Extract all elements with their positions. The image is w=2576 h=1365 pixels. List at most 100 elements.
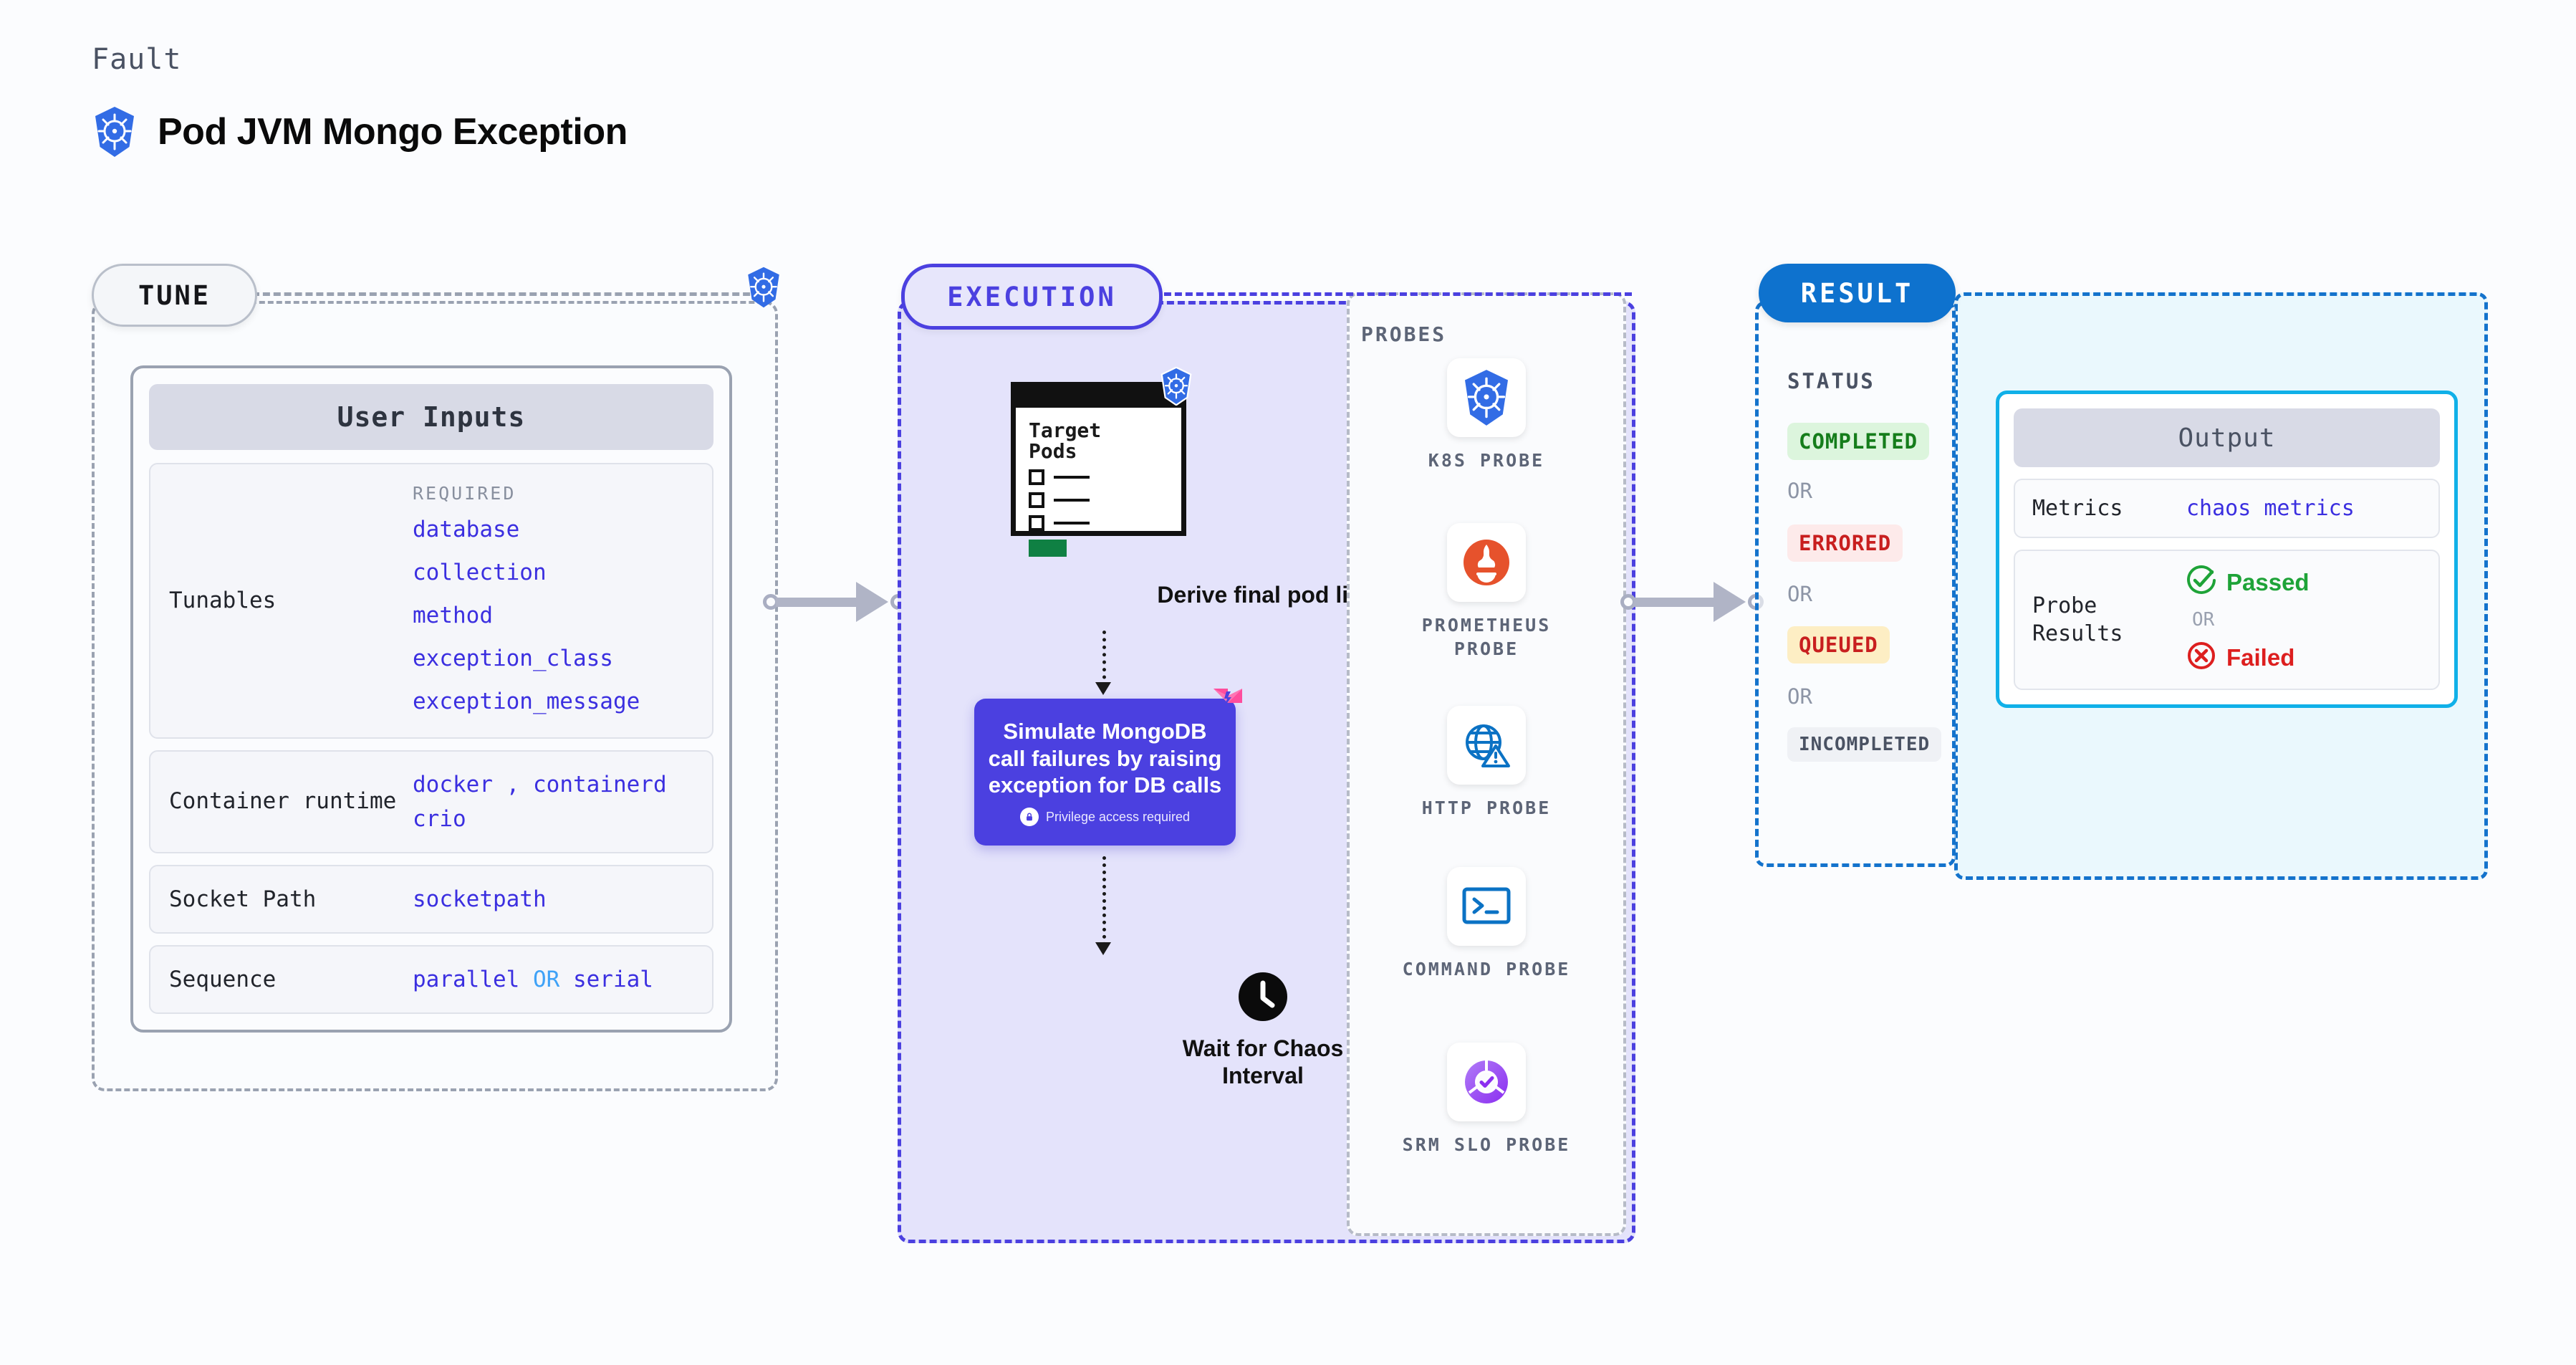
sequence-serial[interactable]: serial [572, 967, 653, 993]
sequence-row: Sequence parallel OR serial [149, 945, 713, 1015]
metrics-row: Metrics chaos metrics [2014, 479, 2440, 538]
kubernetes-icon [745, 267, 782, 312]
probe-k8s[interactable]: K8S PROBE [1390, 358, 1583, 472]
tunable-database[interactable]: database [413, 517, 520, 542]
tunable-exception-class[interactable]: exception_class [413, 646, 613, 672]
result-section [1755, 301, 1956, 867]
status-badge-completed: COMPLETED [1787, 423, 1930, 460]
runtime-comma: , [506, 772, 520, 798]
probe-result-failed: Failed [2186, 641, 2310, 674]
clock-icon [1237, 971, 1289, 1026]
doc-title-line1: Target [1029, 418, 1102, 442]
metrics-key: Metrics [2032, 496, 2123, 521]
container-runtime-key: Container runtime [169, 788, 397, 815]
page-header: Fault Pod JVM Mongo Exception [92, 43, 628, 158]
status-badge-queued: QUEUED [1787, 626, 1890, 664]
flow-arrow-1-head [1095, 682, 1111, 695]
probe-srm-slo-label: SRM SLO PROBE [1402, 1134, 1571, 1155]
prometheus-icon [1447, 523, 1526, 602]
socket-path-value[interactable]: socketpath [413, 886, 547, 913]
user-inputs-header: User Inputs [149, 384, 713, 450]
wait-for-chaos-interval: Wait for Chaos Interval [898, 971, 1628, 1090]
socket-path-key: Socket Path [169, 886, 317, 912]
doc-checkbox-line [1029, 492, 1101, 508]
http-globe-warning-icon [1447, 706, 1526, 785]
probe-k8s-label: K8S PROBE [1428, 450, 1545, 471]
status-title: STATUS [1787, 369, 1875, 393]
tune-to-execution-arrow [763, 580, 906, 623]
output-card: Output Metrics chaos metrics Probe Resul… [1996, 391, 2458, 708]
status-or-1: OR [1787, 479, 1812, 503]
required-label: REQUIRED [413, 483, 516, 504]
privilege-note-text: Privilege access required [1045, 809, 1191, 824]
probe-srm-slo[interactable]: SRM SLO PROBE [1390, 1043, 1583, 1156]
fault-kicker: Fault [92, 43, 182, 76]
simulate-mongodb-card[interactable]: Simulate MongoDB call failures by raisin… [974, 699, 1236, 846]
execution-connector-line [1153, 292, 1632, 296]
output-header: Output [2014, 408, 2440, 467]
title-row: Pod JVM Mongo Exception [92, 106, 628, 158]
status-badge-incompleted: INCOMPLETED [1787, 727, 1942, 762]
user-inputs-title: User Inputs [337, 401, 526, 433]
kubernetes-icon [1447, 358, 1526, 437]
doc-green-bar [1029, 539, 1067, 557]
probe-http[interactable]: HTTP PROBE [1390, 706, 1583, 820]
status-or-2: OR [1787, 582, 1812, 606]
probe-prometheus-label: PROMETHEUS PROBE [1421, 615, 1552, 659]
execution-badge-label: EXECUTION [947, 281, 1117, 312]
simulate-card-text: Simulate MongoDB call failures by raisin… [988, 718, 1222, 798]
terminal-icon [1447, 867, 1526, 946]
sequence-or: OR [532, 967, 560, 993]
tune-badge[interactable]: TUNE [92, 264, 257, 327]
tune-connector-line [252, 292, 761, 296]
tunable-exception-message[interactable]: exception_message [413, 689, 640, 715]
probe-result-passed: Passed [2186, 565, 2310, 599]
probe-results-values: Passed OR Failed [2186, 565, 2310, 674]
target-pods-document: Target Pods [1011, 382, 1186, 557]
probe-http-label: HTTP PROBE [1421, 798, 1552, 818]
kubernetes-icon [92, 106, 138, 158]
sequence-parallel[interactable]: parallel [413, 967, 520, 993]
probe-results-key-text: Probe Results [2032, 593, 2123, 646]
probe-prometheus[interactable]: PROMETHEUS PROBE [1390, 523, 1583, 661]
user-inputs-card: User Inputs Tunables REQUIRED database c… [130, 365, 732, 1033]
probe-results-or: OR [2192, 609, 2215, 631]
status-badge-errored: ERRORED [1787, 525, 1903, 562]
runtime-crio[interactable]: crio [413, 806, 466, 833]
derive-final-pod-list-label: Derive final pod list [1157, 582, 1369, 608]
doc-checkbox-line [1029, 469, 1101, 485]
lock-icon [1019, 808, 1039, 827]
tunables-row: Tunables REQUIRED database collection me… [149, 463, 713, 739]
probe-results-row: Probe Results Passed OR [2014, 550, 2440, 690]
tunable-method[interactable]: method [413, 603, 493, 629]
sequence-key: Sequence [169, 966, 277, 992]
probe-command-label: COMMAND PROBE [1402, 959, 1571, 980]
wait-label-line1: Wait for Chaos [1182, 1035, 1344, 1061]
metrics-value[interactable]: chaos metrics [2186, 496, 2355, 521]
srm-slo-donut-check-icon [1447, 1043, 1526, 1121]
runtime-containerd[interactable]: containerd [533, 772, 667, 798]
probes-title: PROBES [1361, 322, 1447, 346]
execution-to-result-arrow [1620, 580, 1764, 623]
flow-arrow-1 [1102, 631, 1106, 686]
check-circle-icon [2186, 565, 2216, 599]
x-circle-icon [2186, 641, 2216, 674]
wait-label: Wait for Chaos Interval [898, 1035, 1628, 1090]
doc-checkbox-line [1029, 514, 1101, 531]
tunable-collection[interactable]: collection [413, 560, 547, 586]
tunables-values: REQUIRED database collection method exce… [413, 483, 640, 719]
status-or-3: OR [1787, 684, 1812, 709]
wait-label-line2: Interval [1222, 1063, 1304, 1089]
execution-badge[interactable]: EXECUTION [901, 264, 1163, 330]
tune-badge-label: TUNE [138, 279, 211, 311]
doc-title-line2: Pods [1029, 439, 1077, 464]
result-badge-label: RESULT [1800, 277, 1914, 309]
flow-arrow-2-head [1095, 942, 1111, 955]
result-badge[interactable]: RESULT [1759, 264, 1956, 322]
tunables-key: Tunables [169, 587, 277, 613]
passed-label: Passed [2226, 568, 2310, 595]
runtime-docker[interactable]: docker [413, 772, 493, 798]
probe-command[interactable]: COMMAND PROBE [1390, 867, 1583, 981]
privilege-note: Privilege access required [1019, 808, 1191, 827]
container-runtime-values: docker , containerd crio [413, 767, 667, 836]
